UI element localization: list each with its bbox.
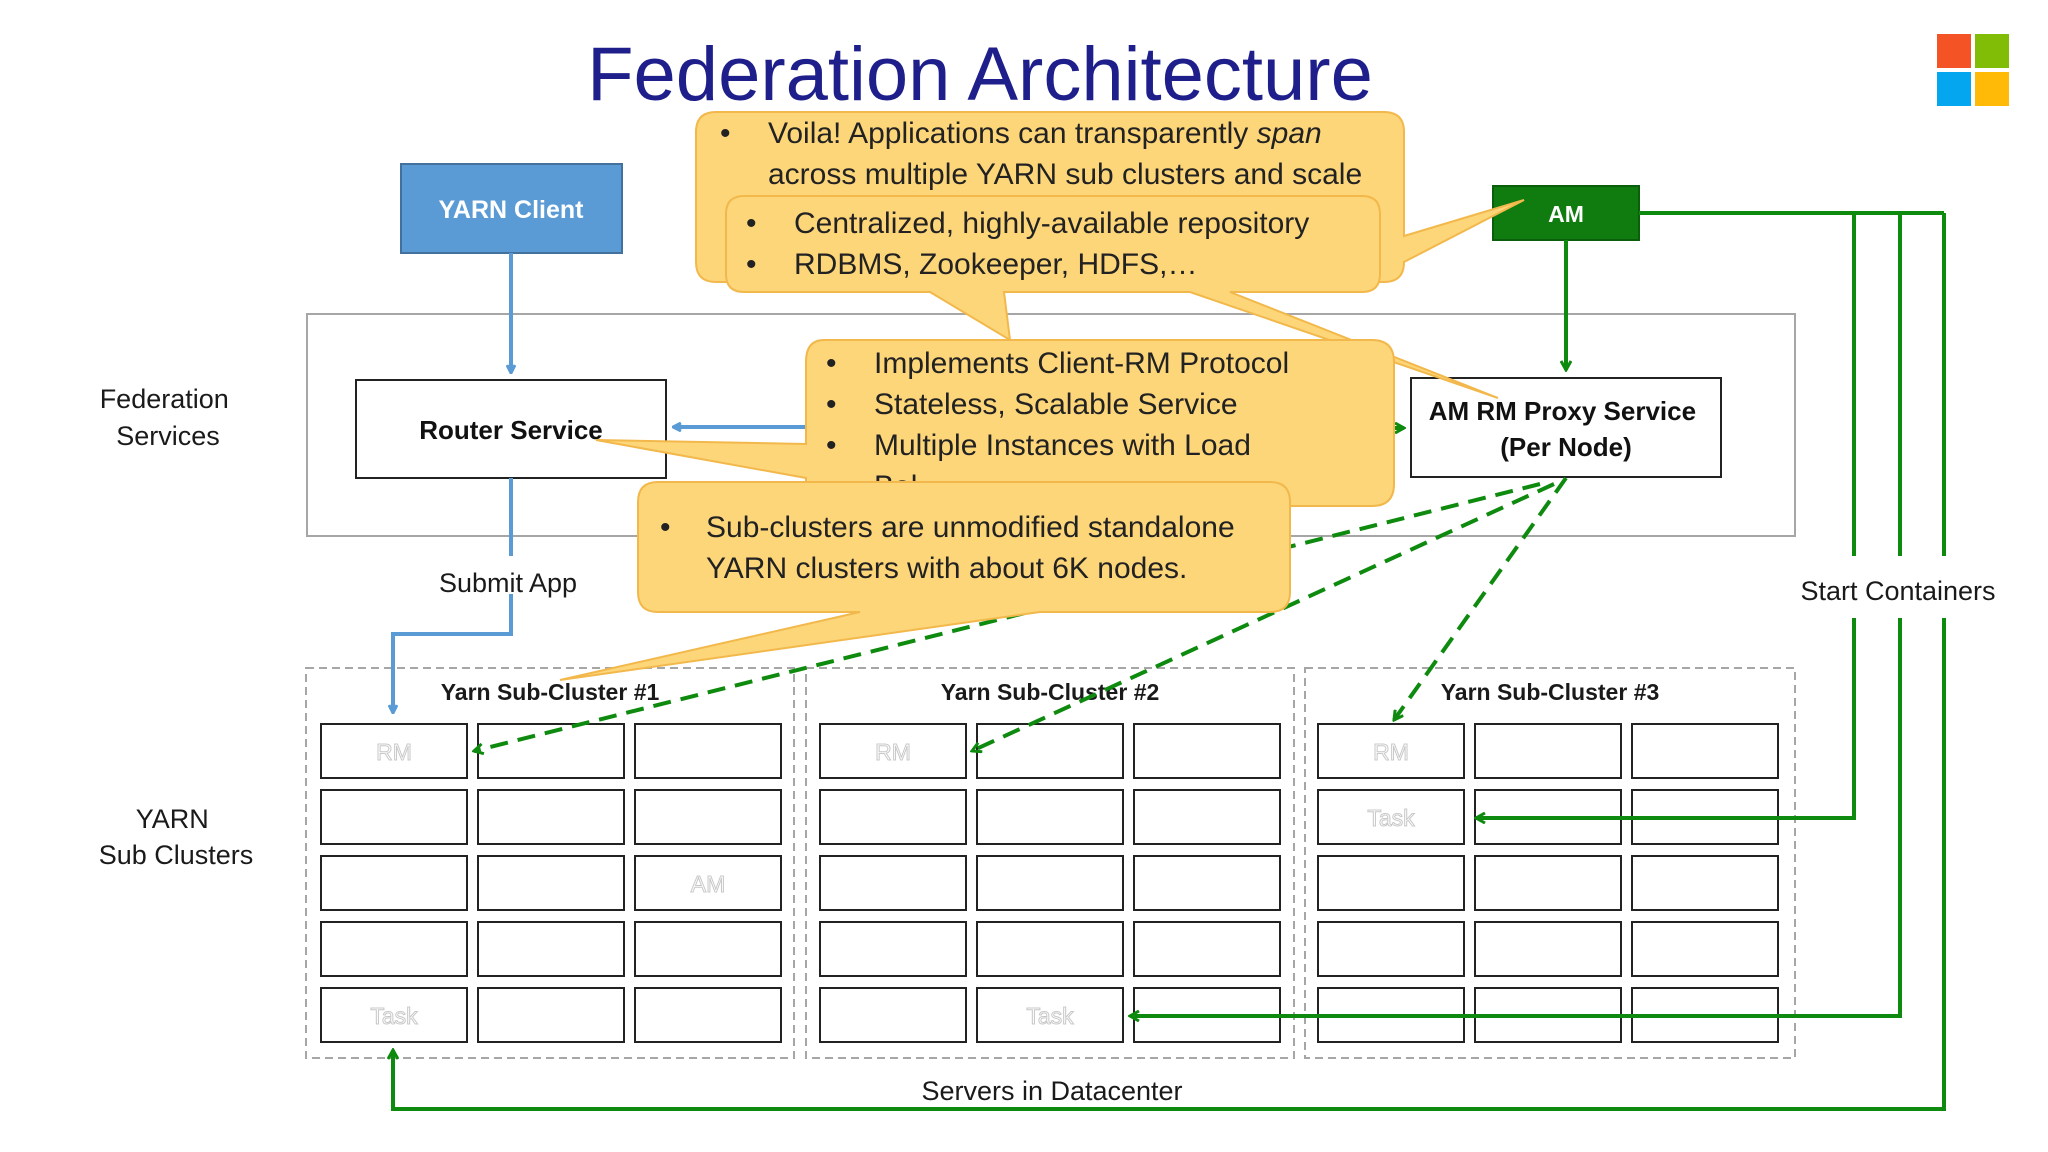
server-cell [477, 855, 625, 911]
server-cell [1317, 855, 1465, 911]
server-cell [1631, 723, 1779, 779]
federation-services-label: Federation Services [100, 384, 237, 451]
server-grids: RM AM Task RM Task RM Task [320, 723, 1779, 1043]
server-cell [320, 855, 468, 911]
callout-router-bullet-3: • [826, 429, 837, 462]
proxy-to-rm2-arrow [972, 482, 1555, 751]
callout-repo-line-2: RDBMS, Zookeeper, HDFS,… [794, 248, 1197, 281]
server-cell [819, 921, 967, 977]
client-submit-flow [393, 253, 820, 712]
server-cell-label: Task [1367, 805, 1415, 831]
server-cell [477, 987, 625, 1043]
server-cell-label: AM [691, 871, 726, 897]
am-node[interactable]: AM [1492, 185, 1640, 241]
sub-cluster-2-title: Yarn Sub-Cluster #2 [941, 679, 1160, 705]
sub-cluster-3-title: Yarn Sub-Cluster #3 [1441, 679, 1660, 705]
server-cell [1631, 921, 1779, 977]
callout-subclusters-line-1: Sub-clusters are unmodified standalone [706, 511, 1235, 544]
am-rm-proxy-label: AM RM Proxy Service (Per Node) [1429, 396, 1704, 462]
yarn-client-label: YARN Client [439, 196, 585, 224]
server-cell [634, 987, 782, 1043]
yarn-sub-clusters-label: YARN Sub Clusters [99, 804, 254, 870]
callout-subclusters-bullet: • [660, 511, 671, 544]
server-cell [1317, 789, 1465, 845]
server-cell [634, 723, 782, 779]
router-service-label: Router Service [419, 415, 603, 445]
callout-subclusters-line-2: YARN clusters with about 6K nodes. [706, 552, 1187, 585]
server-cell [634, 855, 782, 911]
server-cell [1133, 855, 1281, 911]
server-cell [1133, 921, 1281, 977]
microsoft-logo [1937, 34, 2009, 106]
slide-title: Federation Architecture [587, 32, 1373, 117]
callout-router-bullet-2: • [826, 388, 837, 421]
server-cell [1474, 723, 1622, 779]
server-cell [976, 855, 1124, 911]
server-cell [976, 723, 1124, 779]
server-cell [1133, 789, 1281, 845]
server-cell [819, 855, 967, 911]
callout-repo-bullet-1: • [746, 207, 757, 240]
callout-subclusters: • Sub-clusters are unmodified standalone… [559, 481, 1291, 681]
server-cell [1133, 723, 1281, 779]
server-cell [1631, 855, 1779, 911]
server-cell [634, 921, 782, 977]
server-cell [976, 987, 1124, 1043]
callout-router-line-3: Multiple Instances with Load [874, 429, 1251, 462]
callout-repo-line-1: Centralized, highly-available repository [794, 207, 1309, 240]
server-cell-label: RM [875, 739, 911, 765]
callout-router-bullet-1: • [826, 347, 837, 380]
server-cell [1474, 921, 1622, 977]
sub-cluster-2-box [805, 667, 1295, 1059]
server-cell-label: Task [1026, 1003, 1074, 1029]
callout-voila-text: Voila! Applications can transparently sp… [768, 117, 1362, 191]
callout-repo-bullet-2: • [746, 248, 757, 281]
callout-repository: • Centralized, highly-available reposito… [725, 195, 1499, 399]
am-rm-proxy-node[interactable]: AM RM Proxy Service (Per Node) [1410, 377, 1722, 478]
start-container-lines [393, 211, 1946, 1111]
server-cell [320, 987, 468, 1043]
server-cell-label: RM [376, 739, 412, 765]
servers-in-datacenter-label: Servers in Datacenter [921, 1076, 1182, 1106]
server-cell [1317, 921, 1465, 977]
server-cell-label: RM [1373, 739, 1409, 765]
server-cell [320, 723, 468, 779]
server-cell [634, 789, 782, 845]
callout-router-line-2: Stateless, Scalable Service [874, 388, 1238, 421]
server-cell [976, 789, 1124, 845]
server-cell [976, 921, 1124, 977]
yarn-client-node[interactable]: YARN Client [400, 163, 623, 254]
server-cell [477, 921, 625, 977]
am-label: AM [1548, 201, 1584, 227]
sub-cluster-1-box [305, 667, 795, 1059]
server-cell-label: Task [370, 1003, 418, 1029]
sub-cluster-1-title: Yarn Sub-Cluster #1 [441, 679, 660, 705]
server-cell [1474, 855, 1622, 911]
callout-router: • Implements Client-RM Protocol • Statel… [595, 339, 1395, 507]
server-cell [320, 789, 468, 845]
server-cell [320, 921, 468, 977]
callout-voila-bullet: • [720, 117, 731, 150]
start-containers-label: Start Containers [1800, 576, 1995, 606]
server-cell [819, 987, 967, 1043]
proxy-to-rm3-arrow [1394, 476, 1568, 720]
router-service-node[interactable]: Router Service [355, 379, 667, 479]
sub-cluster-3-box [1304, 667, 1796, 1059]
server-cell [819, 723, 967, 779]
server-cell [1317, 723, 1465, 779]
server-cell [477, 789, 625, 845]
submit-app-label: Submit App [439, 568, 577, 598]
callout-router-line-1: Implements Client-RM Protocol [874, 347, 1289, 380]
server-cell [819, 789, 967, 845]
